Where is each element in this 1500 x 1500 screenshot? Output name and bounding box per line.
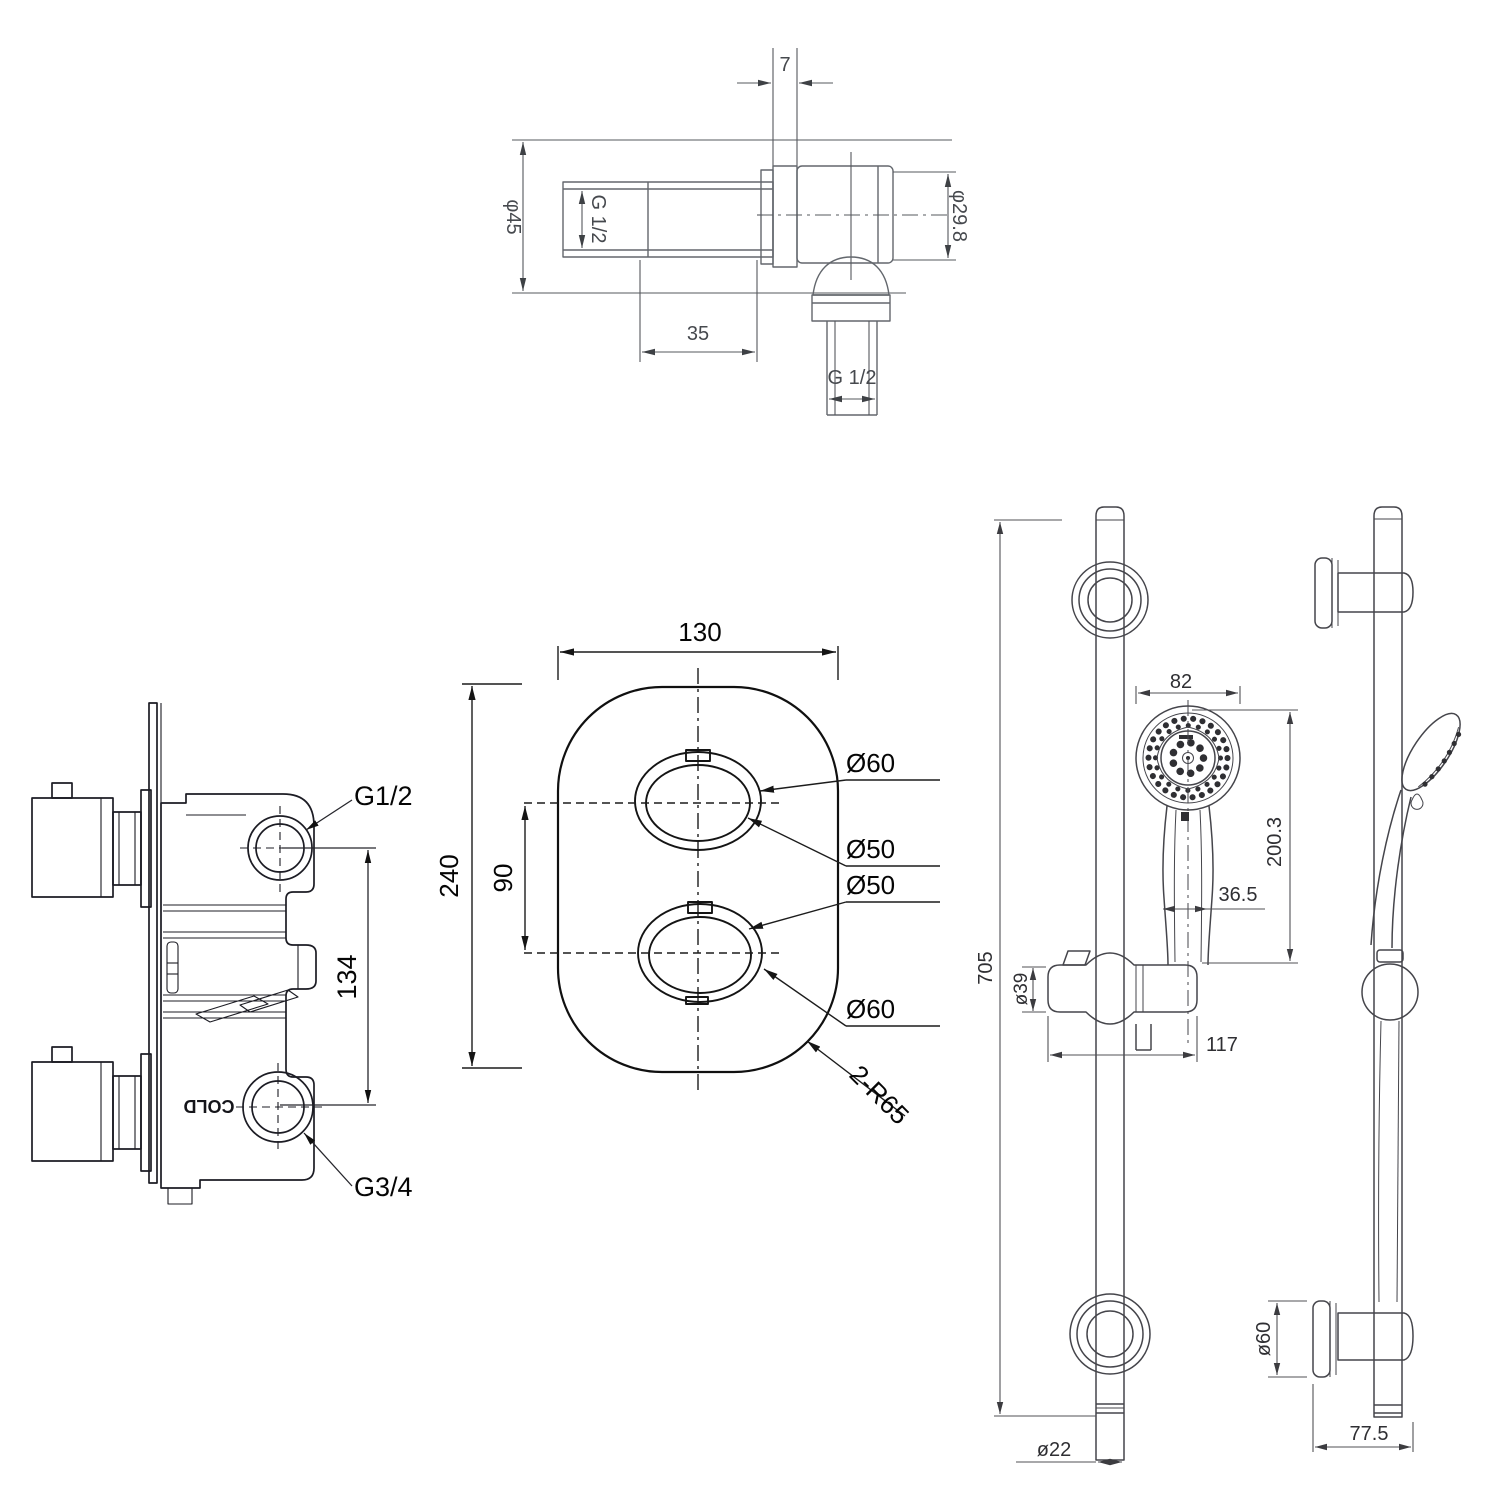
dim-port-spacing-label: 134	[332, 954, 362, 999]
drawing-slide-rail-side: ø60 77.5	[1253, 506, 1462, 1452]
dim-head-diameter-label: 82	[1170, 671, 1192, 693]
dim-rail-length-label: 705	[975, 951, 997, 984]
dim-flange-diameter-label: φ45	[502, 199, 524, 234]
dim-plate-thickness-label: 7	[779, 54, 790, 76]
dim-outlet-thread-label: G 1/2	[828, 367, 877, 389]
dim-bottom-port-thread-label: G3/4	[354, 1172, 413, 1202]
dim-bracket-diameter-label: ø60	[1253, 1322, 1275, 1356]
dim-bracket-depth-label: 77.5	[1350, 1423, 1389, 1445]
dim-nipple-length-label: 35	[687, 323, 709, 345]
dim-handle-diameter-label: 36.5	[1219, 884, 1258, 906]
dim-holder-width-label: 117	[1206, 1034, 1238, 1056]
dim-body-diameter-label: φ29.8	[948, 190, 970, 242]
dim-holder-height-label: ø39	[1011, 973, 1032, 1006]
dim-rail-diameter-label: ø22	[1037, 1439, 1071, 1461]
dim-handset-length-label: 200.3	[1264, 817, 1286, 867]
drawing-slide-rail-front: 705 82 200.3 36.5 ø39 117 ø22	[975, 506, 1298, 1466]
dim-plate-height-label: 240	[434, 854, 464, 897]
dim-plate-width-label: 130	[678, 617, 721, 647]
cold-marking: COLD	[184, 1096, 235, 1116]
drawing-valve-body: COLD G1/2 134 G3/4	[31, 702, 413, 1205]
dim-top-knob-inner-label: Ø50	[846, 834, 895, 864]
dim-knob-spacing-label: 90	[488, 864, 518, 893]
drawing-outlet-elbow: 7 φ45 G 1/2 35	[502, 48, 970, 416]
drawing-trim-plate: 90 130 240 Ø60 Ø50 Ø50 Ø60 2-R65	[434, 617, 940, 1130]
dim-corner-radius-label: 2-R65	[844, 1059, 915, 1130]
dim-top-knob-outer-label: Ø60	[846, 748, 895, 778]
dim-top-port-thread-label: G1/2	[354, 781, 413, 811]
dim-inlet-thread-label: G 1/2	[587, 195, 609, 244]
dim-bottom-knob-inner-label: Ø50	[846, 870, 895, 900]
dim-bottom-knob-outer-label: Ø60	[846, 994, 895, 1024]
